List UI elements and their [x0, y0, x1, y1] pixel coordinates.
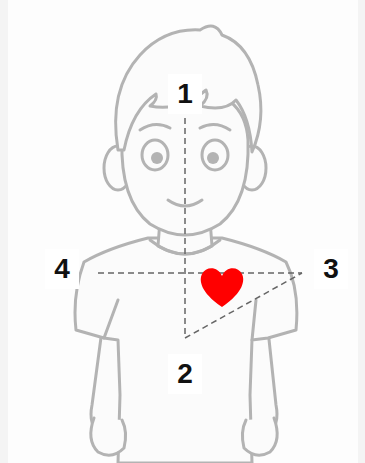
left-eyebrow — [140, 124, 170, 130]
right-eyebrow — [200, 124, 230, 130]
right-pupil — [207, 152, 219, 164]
callout-number: 1 — [168, 74, 202, 114]
left-hand — [91, 418, 126, 455]
callout-number: 2 — [168, 354, 202, 394]
panel-ground — [8, 0, 358, 463]
sleeve-seam — [104, 300, 256, 340]
left-eye — [142, 140, 168, 170]
hair — [116, 26, 261, 152]
right-eye — [202, 140, 228, 170]
left-pupil — [151, 152, 163, 164]
right-hand — [242, 418, 277, 455]
callout-number: 4 — [45, 249, 79, 289]
midline-dashed — [184, 118, 186, 338]
shirt — [75, 238, 297, 463]
callout-number: 3 — [314, 249, 348, 289]
heart-symbol — [201, 268, 243, 307]
horizontal-dashed — [98, 272, 302, 274]
